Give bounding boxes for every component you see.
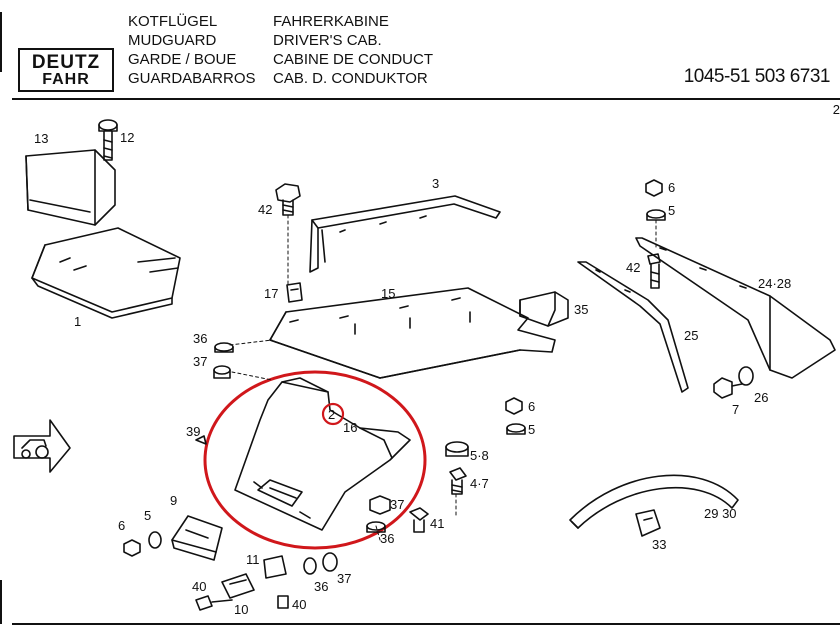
label-24-28: 24·28 bbox=[758, 276, 791, 291]
label-6-c: 6 bbox=[668, 180, 675, 195]
parts-36-37-upper bbox=[213, 342, 234, 379]
label-11: 11 bbox=[246, 552, 260, 567]
part-40-screws bbox=[195, 595, 289, 611]
title-en: MUDGUARD bbox=[128, 32, 217, 49]
group-de: FAHRERKABINE bbox=[273, 13, 389, 30]
group-en: DRIVER'S CAB. bbox=[273, 32, 382, 49]
header-rule bbox=[12, 98, 840, 100]
label-12: 12 bbox=[120, 130, 134, 145]
label-9: 9 bbox=[170, 493, 177, 508]
label-3: 3 bbox=[432, 176, 439, 191]
parts-36-37-bottom bbox=[303, 552, 338, 575]
label-40-b: 40 bbox=[292, 597, 306, 612]
part-42-bolt-right bbox=[647, 253, 661, 289]
part-12-bolt bbox=[98, 119, 118, 161]
part-2-panel bbox=[234, 377, 411, 531]
part-number: 1045-51 503 6731 bbox=[683, 66, 831, 87]
group-fr: CABINE DE CONDUCT bbox=[273, 51, 434, 68]
part-7-26-hardware bbox=[713, 366, 754, 399]
part-42-bolt bbox=[275, 183, 301, 216]
label-5-8: 5·8 bbox=[470, 448, 489, 463]
parts-37-36-lower bbox=[366, 495, 391, 533]
logo-line-2: FAHR bbox=[42, 70, 90, 88]
part-29-30-fender bbox=[569, 474, 739, 529]
part-33-clip bbox=[635, 509, 661, 537]
label-36-c: 36 bbox=[314, 579, 328, 594]
part-39-pin bbox=[195, 435, 207, 445]
highlight-ring bbox=[203, 370, 427, 550]
part-35-bracket bbox=[519, 291, 569, 327]
left-binding-mark-top bbox=[0, 12, 2, 72]
label-37-c: 37 bbox=[337, 571, 351, 586]
item-2-marker bbox=[321, 402, 345, 426]
part-25-strip bbox=[577, 261, 689, 393]
label-36-a: 36 bbox=[193, 331, 207, 346]
parts-58-47 bbox=[445, 441, 469, 495]
parts-6-5-middle bbox=[505, 397, 526, 435]
label-36-b: 36 bbox=[380, 531, 394, 546]
tractor-direction-arrow-icon bbox=[13, 419, 71, 473]
label-35: 35 bbox=[574, 302, 588, 317]
label-41: 41 bbox=[430, 516, 444, 531]
label-1: 1 bbox=[74, 314, 81, 329]
title-fr: GARDE / BOUE bbox=[128, 51, 237, 68]
label-13: 13 bbox=[34, 131, 48, 146]
part-labels: 13 12 1 42 3 17 15 35 36 37 39 2 16 6 5 … bbox=[34, 130, 791, 617]
label-39: 39 bbox=[186, 424, 200, 439]
part-13-bracket bbox=[25, 149, 116, 226]
part-17-clip bbox=[286, 282, 303, 303]
label-4-7: 4·7 bbox=[470, 476, 489, 491]
group-titles: FAHRERKABINE DRIVER'S CAB. CABINE DE CON… bbox=[273, 12, 433, 88]
title-es: GUARDABARROS bbox=[128, 70, 256, 87]
label-37-b: 37 bbox=[390, 497, 404, 512]
parts-6-5-lower bbox=[123, 531, 162, 557]
group-es: CAB. D. CONDUKTOR bbox=[273, 70, 428, 87]
label-16: 16 bbox=[343, 420, 357, 435]
left-binding-mark-bottom bbox=[0, 580, 2, 624]
label-5-c: 5 bbox=[668, 203, 675, 218]
label-17: 17 bbox=[264, 286, 278, 301]
title-de: KOTFLÜGEL bbox=[128, 13, 218, 30]
leader-lines bbox=[229, 214, 657, 541]
part-11-plate bbox=[263, 555, 287, 579]
logo-line-1: DEUTZ bbox=[31, 51, 101, 73]
label-2: 2 bbox=[328, 407, 335, 422]
label-7: 7 bbox=[732, 402, 739, 417]
label-29-30: 29 30 bbox=[704, 506, 737, 521]
page-number: 2 bbox=[832, 102, 840, 117]
label-33: 33 bbox=[652, 537, 666, 552]
section-titles: KOTFLÜGEL MUDGUARD GARDE / BOUE GUARDABA… bbox=[128, 12, 256, 88]
part-9-box bbox=[171, 515, 223, 561]
label-15: 15 bbox=[381, 286, 395, 301]
label-37-a: 37 bbox=[193, 354, 207, 369]
part-1-mudguard bbox=[31, 227, 181, 319]
label-25: 25 bbox=[684, 328, 698, 343]
label-5-a: 5 bbox=[528, 422, 535, 437]
label-40-a: 40 bbox=[192, 579, 206, 594]
part-24-28-panel bbox=[635, 237, 836, 379]
label-5-b: 5 bbox=[144, 508, 151, 523]
part-10-plate bbox=[221, 573, 255, 599]
parts-6-5-right bbox=[645, 179, 666, 221]
label-6-a: 6 bbox=[528, 399, 535, 414]
label-26: 26 bbox=[754, 390, 768, 405]
part-15-tray bbox=[269, 287, 556, 379]
label-42-b: 42 bbox=[626, 260, 640, 275]
part-3-frame bbox=[309, 195, 501, 273]
footer-rule bbox=[12, 623, 840, 625]
label-6-b: 6 bbox=[118, 518, 125, 533]
deutz-fahr-logo: DEUTZ FAHR bbox=[18, 48, 114, 92]
label-42-a: 42 bbox=[258, 202, 272, 217]
label-10: 10 bbox=[234, 602, 248, 617]
part-41-bolt bbox=[409, 507, 429, 533]
